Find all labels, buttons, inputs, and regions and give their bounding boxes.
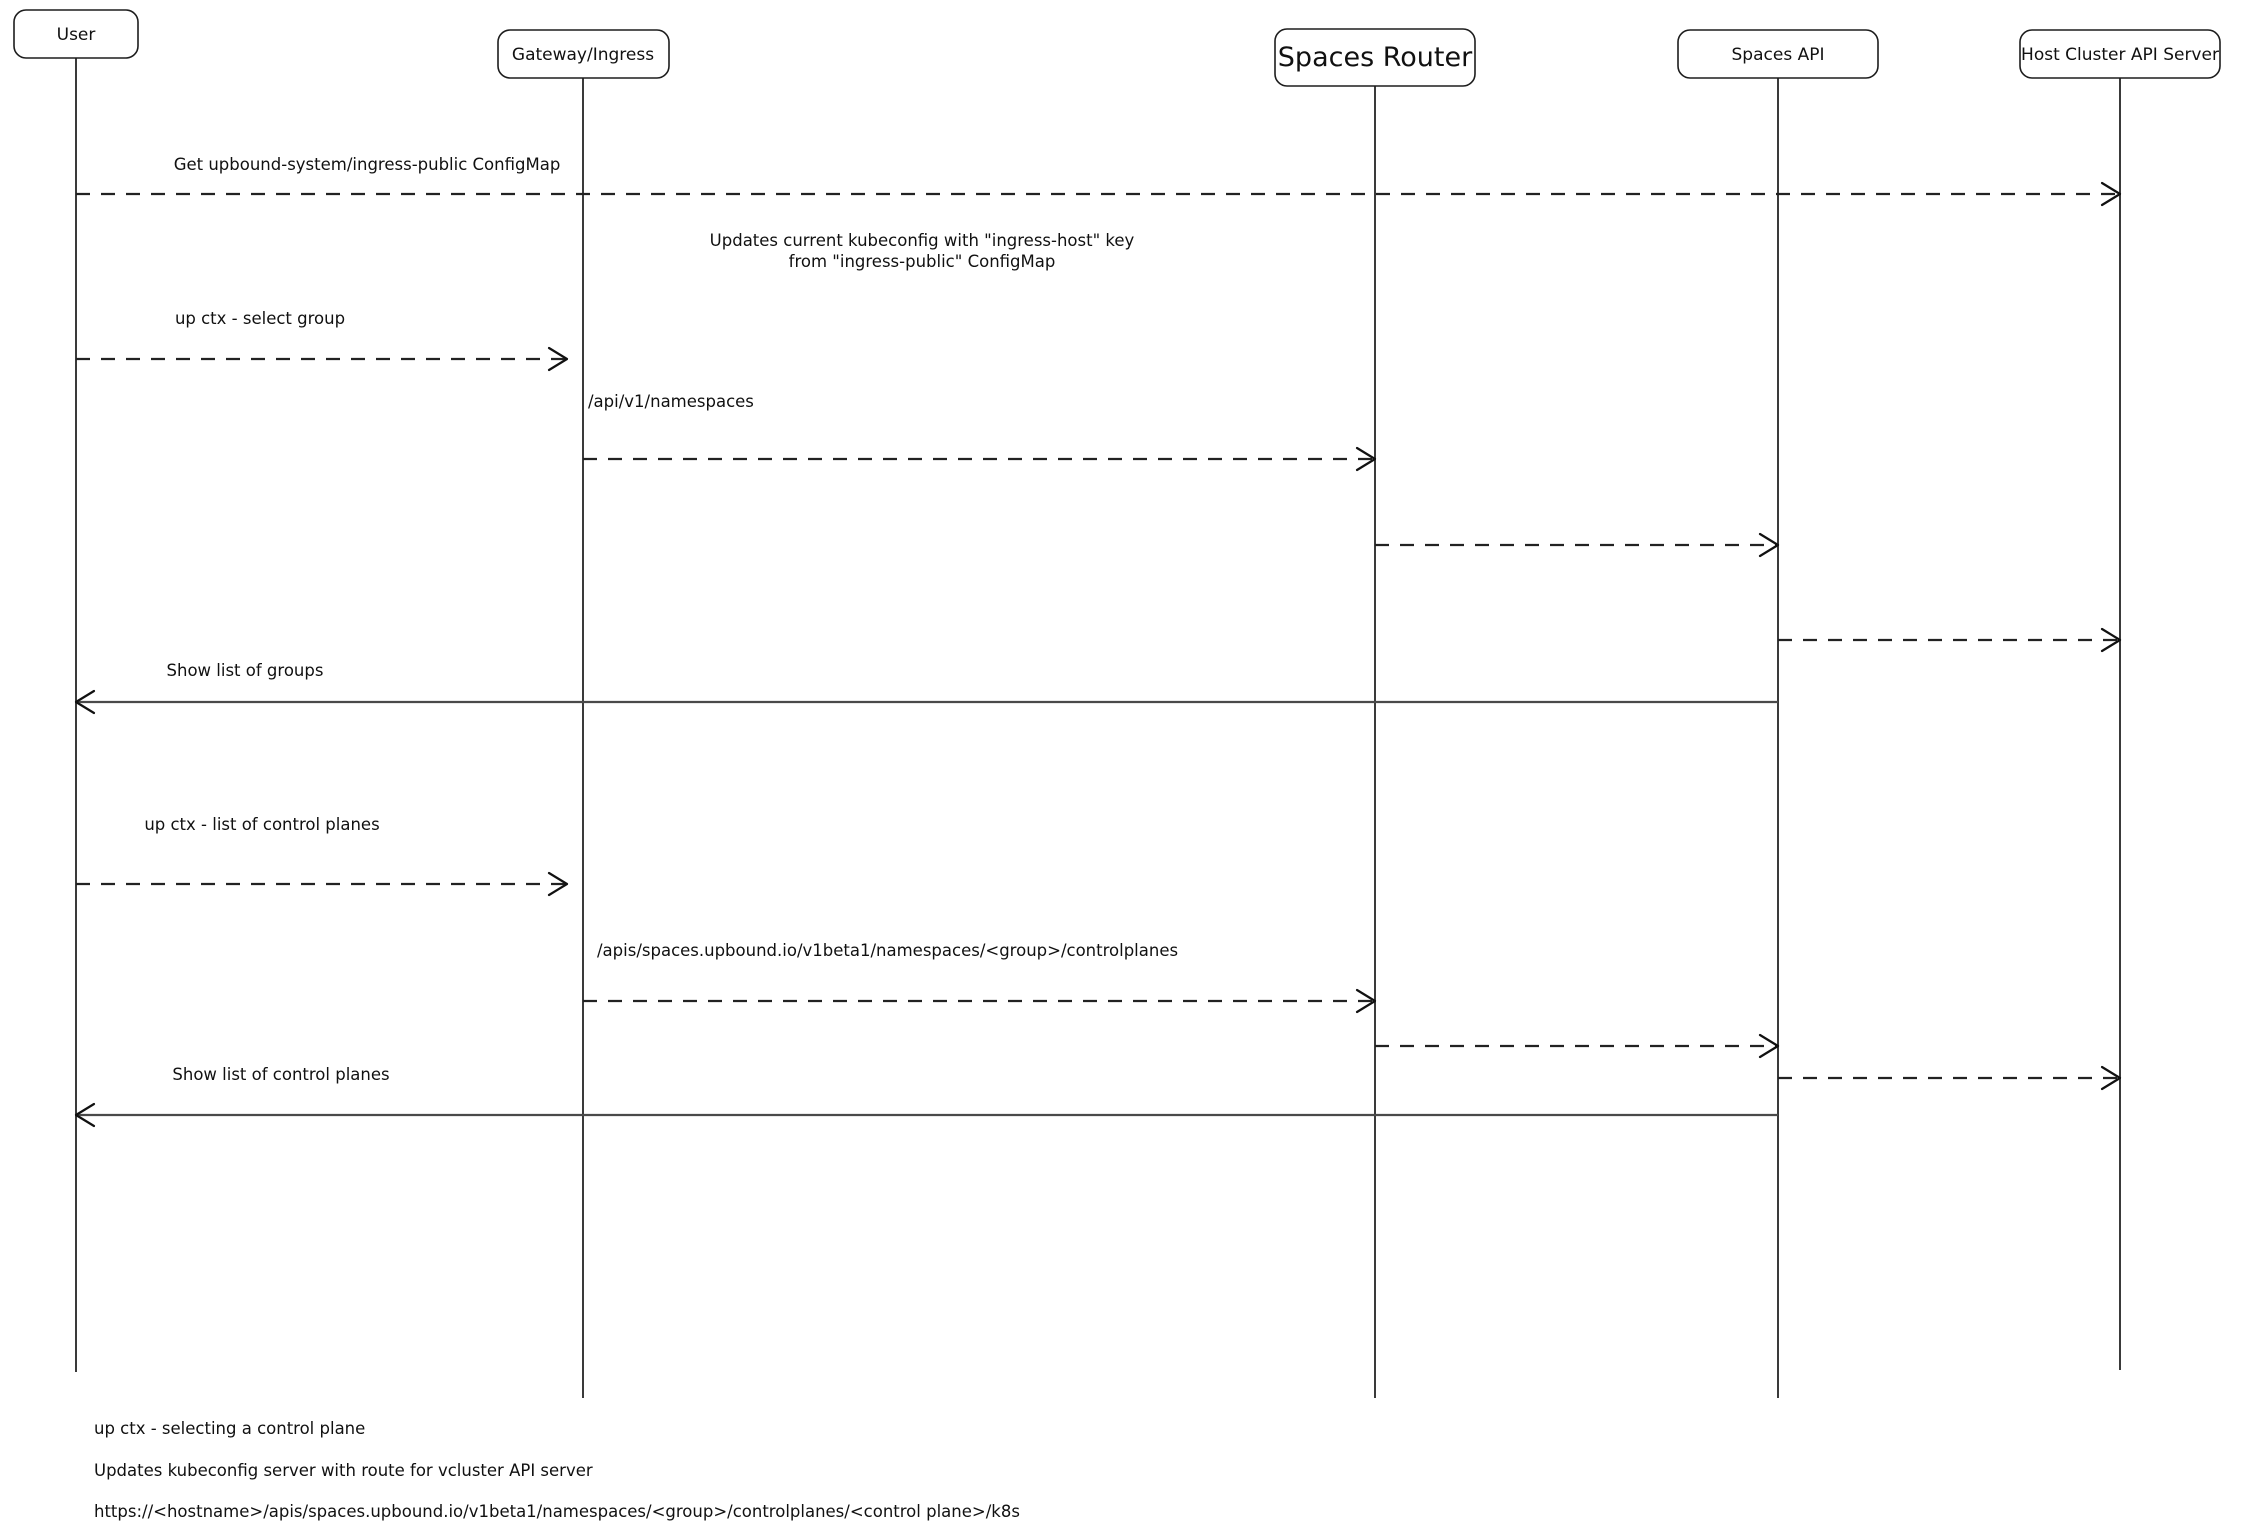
msg-api-v1-namespaces-label: /api/v1/namespaces [588, 392, 754, 411]
footer-url: https://<hostname>/apis/spaces.upbound.i… [94, 1502, 1020, 1521]
msg-spaces-api-to-host-arrowhead-icon [2100, 627, 2122, 653]
msg-show-list-of-control-planes: Show list of control planes [74, 1065, 1778, 1128]
msg-up-ctx-select-group-arrowhead-icon [547, 346, 569, 372]
participant-box-spaces-router [1274, 28, 1476, 87]
participant-spaces-api[interactable]: Spaces API [1677, 29, 1879, 79]
msg-up-ctx-list-control-planes-label: up ctx - list of control planes [144, 815, 379, 834]
footer-update-kubeconfig: Updates kubeconfig server with route for… [94, 1461, 593, 1480]
msg-get-configmap: Get upbound-system/ingress-public Config… [76, 155, 2122, 207]
msg-up-ctx-select-group-label: up ctx - select group [175, 309, 345, 328]
msg-show-list-of-groups: Show list of groups [74, 661, 1778, 715]
msg-api-v1-namespaces-arrowhead-icon [1355, 446, 1377, 472]
lifelines-group [75, 58, 2121, 1398]
notes-group: Updates current kubeconfig with "ingress… [710, 231, 1135, 271]
participant-label-spaces-router: Spaces Router [1278, 42, 1473, 73]
msg-spaces-api-to-host-2-arrowhead-icon [2100, 1065, 2122, 1091]
note-update-kubeconfig-line-0: Updates current kubeconfig with "ingress… [710, 231, 1135, 250]
msg-controlplanes-api-label: /apis/spaces.upbound.io/v1beta1/namespac… [597, 941, 1178, 960]
msg-api-v1-namespaces: /api/v1/namespaces [583, 392, 1377, 472]
participant-label-gateway: Gateway/Ingress [512, 45, 654, 65]
msg-spaces-api-to-host [1778, 627, 2122, 653]
participant-label-host-cluster: Host Cluster API Server [2021, 45, 2219, 65]
participant-box-spaces-api [1677, 29, 1879, 79]
msg-show-list-of-groups-arrowhead-icon [74, 689, 96, 715]
msg-get-configmap-label: Get upbound-system/ingress-public Config… [174, 155, 561, 174]
participant-box-gateway [497, 29, 670, 79]
participant-spaces-router[interactable]: Spaces Router [1274, 28, 1476, 87]
participant-host-cluster[interactable]: Host Cluster API Server [2019, 29, 2221, 79]
note-update-kubeconfig-line-1: from "ingress-public" ConfigMap [789, 252, 1056, 271]
msg-show-list-of-control-planes-arrowhead-icon [74, 1102, 96, 1128]
msg-router-to-spaces-api-2-arrowhead-icon [1758, 1033, 1780, 1059]
note-update-kubeconfig: Updates current kubeconfig with "ingress… [710, 231, 1135, 271]
msg-get-configmap-arrowhead-icon [2100, 181, 2122, 207]
msg-show-list-of-groups-label: Show list of groups [167, 661, 324, 680]
msg-up-ctx-list-control-planes-arrowhead-icon [547, 871, 569, 897]
participant-box-host-cluster [2019, 29, 2221, 79]
msg-show-list-of-control-planes-label: Show list of control planes [172, 1065, 389, 1084]
msg-router-to-spaces-api-arrowhead-icon [1758, 532, 1780, 558]
msg-router-to-spaces-api-2 [1375, 1033, 1780, 1059]
participant-label-spaces-api: Spaces API [1732, 45, 1825, 65]
participant-label-user: User [57, 25, 96, 45]
participant-box-user [13, 9, 139, 59]
messages-group: Get upbound-system/ingress-public Config… [74, 155, 2122, 1128]
participant-gateway[interactable]: Gateway/Ingress [497, 29, 670, 79]
participant-user[interactable]: User [13, 9, 139, 59]
msg-up-ctx-list-control-planes: up ctx - list of control planes [76, 815, 569, 897]
msg-controlplanes-api-arrowhead-icon [1355, 988, 1377, 1014]
footer-notes-group: up ctx - selecting a control planeUpdate… [94, 1419, 1020, 1521]
footer-up-ctx-select: up ctx - selecting a control plane [94, 1419, 365, 1438]
msg-router-to-spaces-api [1375, 532, 1780, 558]
msg-spaces-api-to-host-2 [1778, 1065, 2122, 1091]
msg-controlplanes-api: /apis/spaces.upbound.io/v1beta1/namespac… [583, 941, 1377, 1014]
msg-up-ctx-select-group: up ctx - select group [76, 309, 569, 372]
